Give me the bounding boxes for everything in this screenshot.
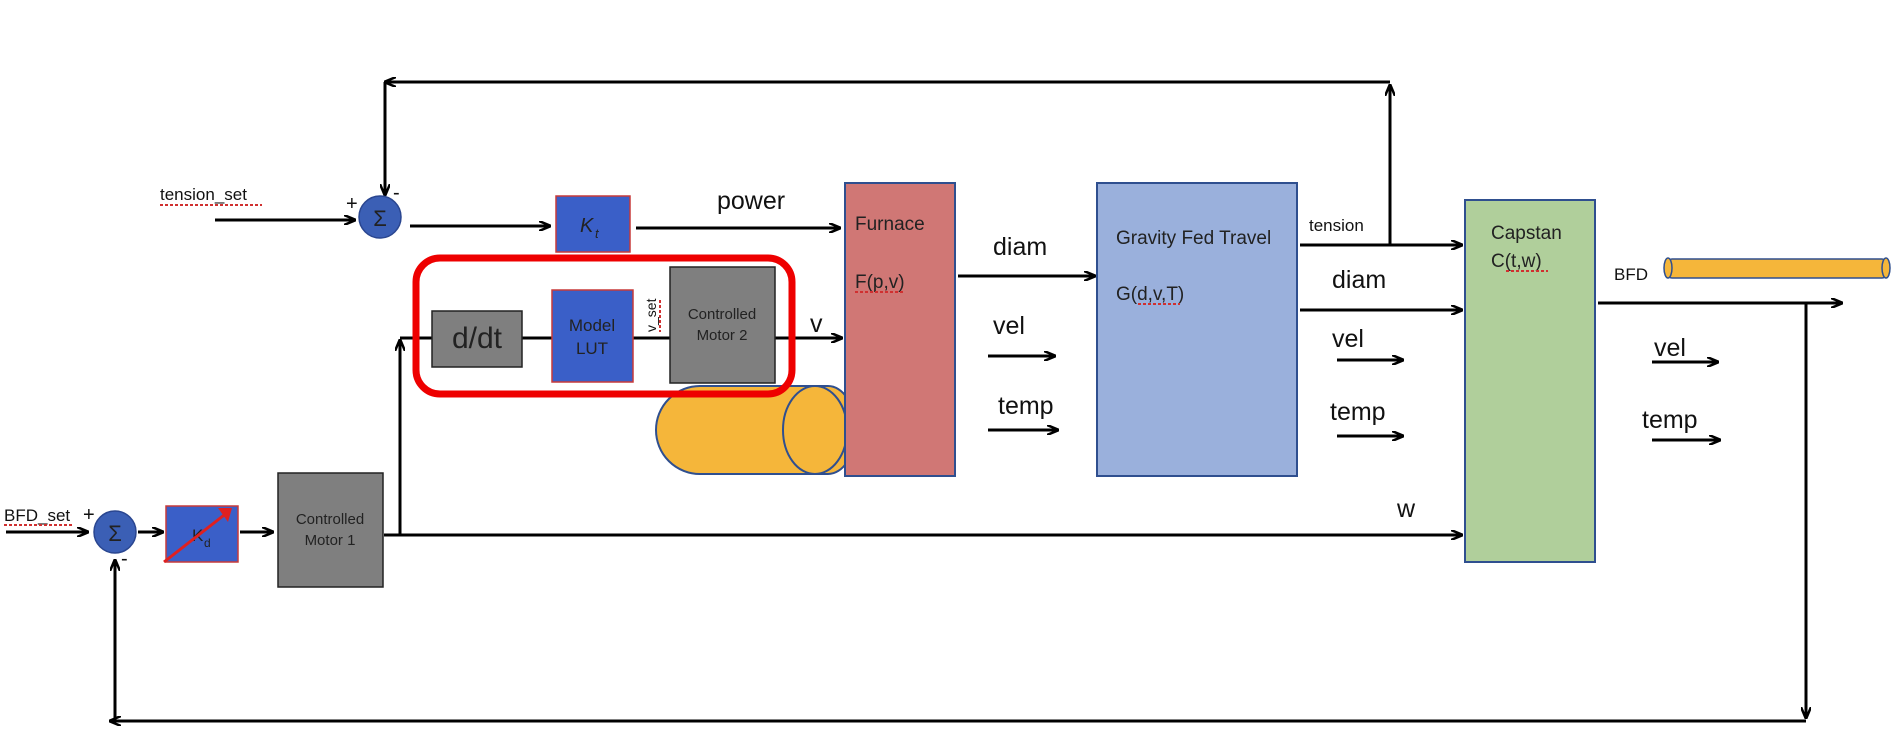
- model-lut-block: Model LUT: [551, 289, 634, 383]
- kd-block: K d: [163, 505, 239, 564]
- wires: [6, 82, 1842, 721]
- capstan-block: Capstan C(t,w): [1464, 199, 1596, 563]
- capstan-temp-label: temp: [1642, 406, 1698, 434]
- summer-bottom-symbol: Σ: [108, 521, 122, 546]
- bfd-fiber: [1663, 257, 1891, 279]
- capstan-vel-label: vel: [1654, 334, 1686, 362]
- furnace-vel-label: vel: [993, 312, 1025, 340]
- tension-set-label: tension_set: [160, 185, 247, 204]
- spool-end: [782, 385, 848, 475]
- summer-bottom-minus: -: [121, 548, 128, 570]
- motor2-block: Controlled Motor 2: [669, 266, 776, 384]
- capstan-function: C(t,w): [1491, 251, 1542, 272]
- spellcheck-underlines: [4, 204, 1548, 526]
- bfd-label: BFD: [1614, 265, 1648, 284]
- furnace-function: F(p,v): [855, 272, 905, 293]
- ddt-block: d/dt: [431, 310, 523, 368]
- motor1-line1: Controlled: [296, 511, 364, 528]
- kt-sub: t: [595, 226, 600, 241]
- kd-variable-arrow-line: [163, 510, 229, 564]
- furnace-title: Furnace: [855, 214, 925, 235]
- furnace-diam-label: diam: [993, 233, 1047, 261]
- motor2-line2: Motor 2: [697, 327, 748, 344]
- gravity-title: Gravity Fed Travel: [1116, 228, 1271, 249]
- tension-label: tension: [1309, 216, 1364, 235]
- summer-top-symbol: Σ: [373, 206, 387, 231]
- ddt-label: d/dt: [452, 322, 503, 355]
- signal-labels: tension_set BFD_set power v diam vel tem…: [4, 185, 1698, 525]
- kd-variable-arrow-head: [218, 508, 232, 522]
- spool-cylinder: [655, 385, 857, 475]
- kt-base: K: [580, 215, 595, 237]
- summer-top: Σ + -: [346, 182, 402, 239]
- furnace-temp-label: temp: [998, 392, 1054, 420]
- summer-bottom-plus: +: [83, 504, 95, 526]
- furnace-block: Furnace F(p,v): [844, 182, 956, 477]
- bfd-set-label: BFD_set: [4, 506, 70, 525]
- gravity-diam-label: diam: [1332, 266, 1386, 294]
- motor2-line1: Controlled: [688, 306, 756, 323]
- gravity-function: G(d,v,T): [1116, 284, 1184, 305]
- kd-sub: d: [204, 536, 211, 550]
- summer-top-plus: +: [346, 193, 358, 215]
- model-lut-line2: LUT: [576, 339, 608, 358]
- gravity-vel-label: vel: [1332, 325, 1364, 353]
- v-label: v: [810, 310, 823, 338]
- gravity-block: Gravity Fed Travel G(d,v,T): [1096, 182, 1298, 477]
- capstan-title: Capstan: [1491, 223, 1562, 244]
- model-lut-line1: Model: [569, 316, 615, 335]
- w-label: w: [1396, 495, 1416, 523]
- power-label: power: [717, 187, 785, 215]
- kt-block: K t: [555, 195, 631, 253]
- summer-top-minus: -: [393, 182, 400, 204]
- motor1-block: Controlled Motor 1: [277, 472, 384, 588]
- gravity-temp-label: temp: [1330, 398, 1386, 426]
- v-set-label: v_set: [643, 298, 659, 332]
- motor1-line2: Motor 1: [305, 532, 356, 549]
- summer-bottom: Σ + -: [83, 504, 137, 570]
- highlight-box: [412, 254, 796, 398]
